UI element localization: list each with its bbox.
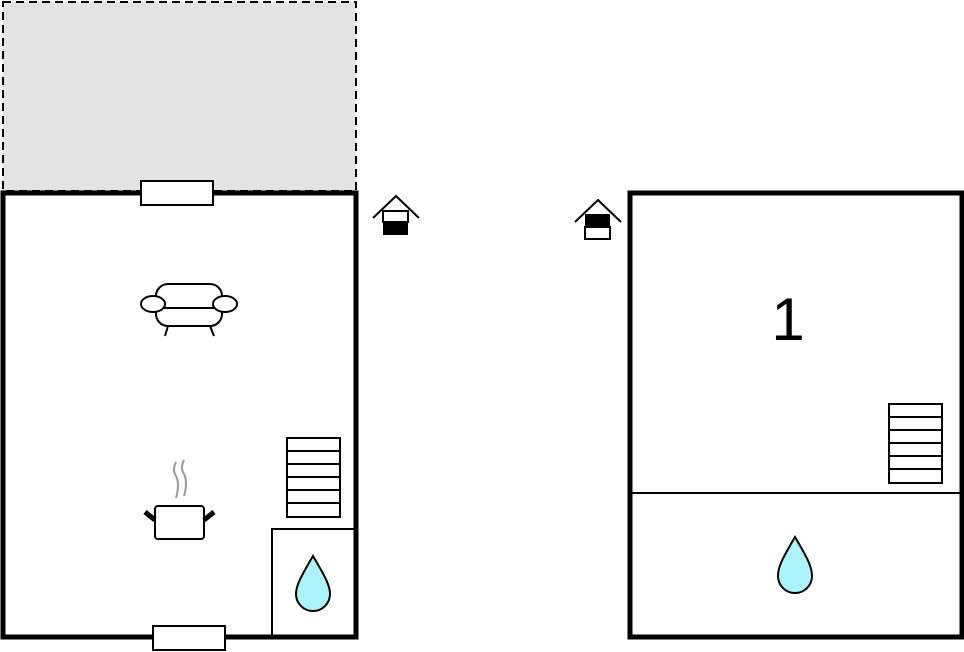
house-upper-floor-icon [574,198,622,240]
stairs-icon [888,403,943,484]
bathroom [271,528,357,638]
stairs-icon [286,437,341,518]
water-drop-icon [294,554,332,612]
terrace [2,1,357,192]
house-ground-floor-icon [372,194,420,235]
window-top [140,180,214,206]
room-label: 1 [771,286,805,353]
kitchen-pot-icon [143,459,216,540]
ground-floor-walls [0,190,359,640]
sofa-icon [140,283,238,337]
water-drop-icon [776,535,814,594]
window-bottom [152,625,226,651]
